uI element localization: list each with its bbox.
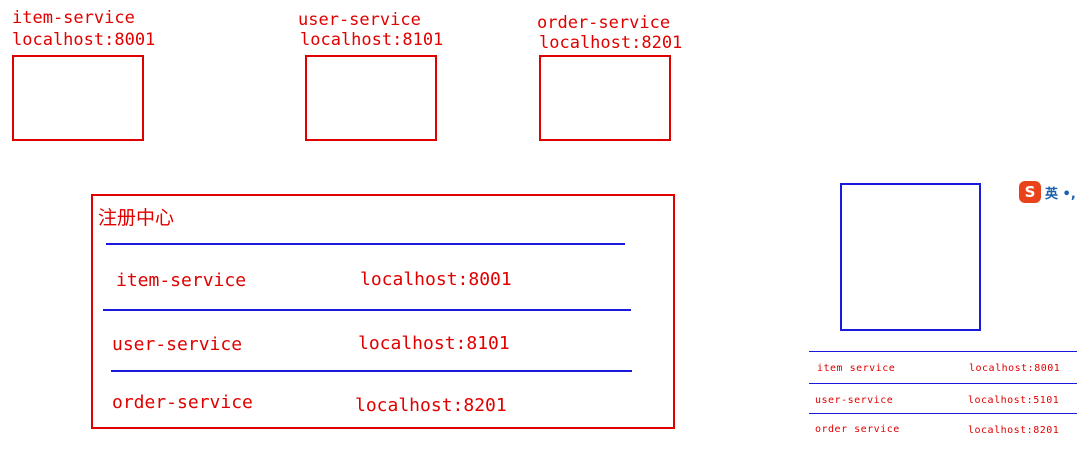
registry-row-2-name: user-service — [112, 334, 243, 355]
sogou-logo-icon: S — [1019, 181, 1041, 203]
service-3-name: order-service — [537, 13, 671, 33]
client-list-divider — [809, 383, 1077, 384]
service-3-box — [539, 55, 671, 141]
service-1-box — [12, 55, 144, 141]
registry-title: 注册中心 — [98, 207, 175, 229]
service-1-name: item-service — [12, 8, 135, 28]
registry-divider — [106, 243, 625, 245]
client-box — [840, 183, 981, 331]
client-row-3-address: localhost:8201 — [968, 425, 1060, 436]
registry-row-1-address: localhost:8001 — [360, 269, 512, 290]
registry-divider — [103, 309, 631, 311]
client-row-1-address: localhost:8001 — [969, 363, 1061, 374]
client-row-2-name: user-service — [815, 395, 894, 406]
service-2-address: localhost:8101 — [300, 30, 444, 50]
registry-row-1-name: item-service — [116, 270, 247, 291]
service-1-address: localhost:8001 — [12, 30, 156, 50]
registry-box — [91, 194, 675, 429]
client-row-1-name: item service — [817, 363, 896, 374]
registry-row-3-address: localhost:8201 — [355, 395, 507, 416]
service-3-address: localhost:8201 — [539, 33, 683, 53]
ime-status-text: 英 •, — [1045, 186, 1076, 202]
client-list-divider — [809, 351, 1077, 352]
registry-row-3-name: order-service — [112, 392, 253, 413]
client-list-divider — [809, 413, 1077, 414]
client-row-3-name: order service — [815, 424, 900, 435]
ime-indicator[interactable]: S 英 •, — [1019, 181, 1076, 203]
service-2-name: user-service — [298, 10, 421, 30]
registry-row-2-address: localhost:8101 — [358, 333, 510, 354]
registry-divider — [111, 370, 632, 372]
service-2-box — [305, 55, 437, 141]
client-row-2-address: localhost:5101 — [968, 395, 1060, 406]
